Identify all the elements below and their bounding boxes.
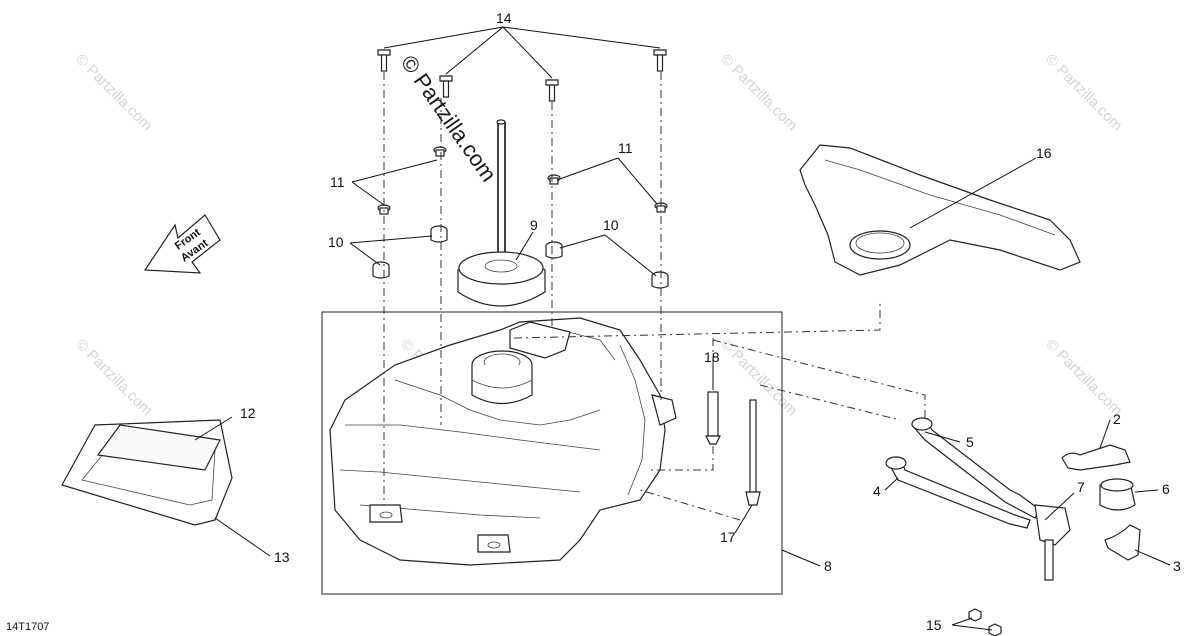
callout-4: 4	[873, 483, 881, 499]
alignment-lines	[383, 72, 926, 521]
callout-12: 12	[240, 405, 256, 421]
front-direction-arrow: Front Avant	[143, 214, 221, 274]
callout-2: 2	[1113, 411, 1121, 427]
callout-10: 10	[328, 234, 344, 250]
skid-plate	[61, 419, 233, 526]
callout-18: 18	[704, 349, 720, 365]
callout-9: 9	[530, 217, 538, 233]
fuel-tank	[329, 317, 677, 566]
callout-17: 17	[720, 529, 736, 545]
washers-11	[377, 146, 668, 215]
callout-3: 3	[1173, 558, 1181, 574]
callout-14: 14	[496, 10, 512, 26]
callout-11: 11	[330, 174, 345, 190]
callout-6: 6	[1162, 481, 1170, 497]
callout-13: 13	[274, 549, 290, 565]
callout-8: 8	[824, 558, 832, 574]
screws-14	[377, 49, 667, 102]
callout-7: 7	[1077, 479, 1085, 495]
grommets-10	[372, 225, 669, 289]
leader-lines	[194, 26, 1171, 631]
callout-11: 11	[618, 140, 633, 156]
watermark: © Partzilla.com	[1042, 336, 1125, 419]
watermark: © Partzilla.com	[72, 336, 155, 419]
watermark-main: © Partzilla.com	[396, 51, 502, 187]
watermark: © Partzilla.com	[1042, 51, 1125, 134]
fuel-hose-assembly	[885, 417, 1141, 636]
fuel-level-tube-18	[705, 391, 721, 445]
watermark: © Partzilla.com	[717, 51, 800, 134]
callout-5: 5	[966, 434, 974, 450]
callout-15: 15	[926, 617, 942, 633]
watermark: © Partzilla.com	[72, 51, 155, 134]
watermark: © Partzilla.com	[717, 336, 800, 419]
fuel-cap	[457, 119, 546, 307]
fuel-pickup-tube-17	[745, 399, 761, 506]
callouts: 14 11 11 10 10 9 16 12 13 18 17 8 5 4 7 …	[240, 10, 1181, 633]
heat-shield	[799, 144, 1081, 276]
callout-16: 16	[1036, 145, 1052, 161]
callout-10: 10	[603, 217, 619, 233]
drawing-code: 14T1707	[6, 621, 49, 633]
